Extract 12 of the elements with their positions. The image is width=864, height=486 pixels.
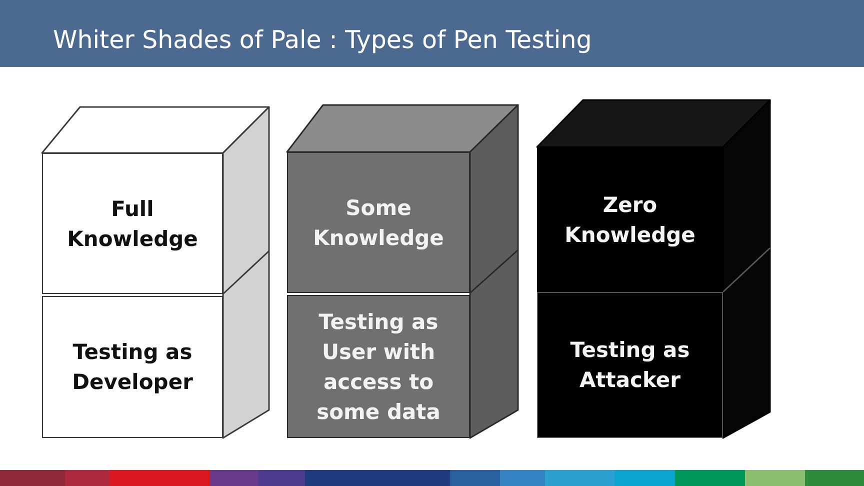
cube-front-face — [287, 295, 470, 438]
cube-front-face — [42, 296, 223, 438]
cube-label: Testing as User with access to some data — [316, 308, 442, 426]
cube-front-face — [537, 147, 723, 292]
cube-label: Testing as Developer — [71, 339, 194, 396]
cube-front-face — [287, 152, 470, 293]
cube-front-face — [537, 292, 723, 438]
cube-label: Full Knowledge — [66, 196, 199, 252]
cube-label: Testing as Attacker — [569, 337, 691, 394]
cube-label: Zero Knowledge — [564, 192, 696, 248]
cube-label: Some Knowledge — [312, 194, 445, 252]
slide-title: Whiter Shades of Pale : Types of Pen Testing — [53, 25, 592, 55]
